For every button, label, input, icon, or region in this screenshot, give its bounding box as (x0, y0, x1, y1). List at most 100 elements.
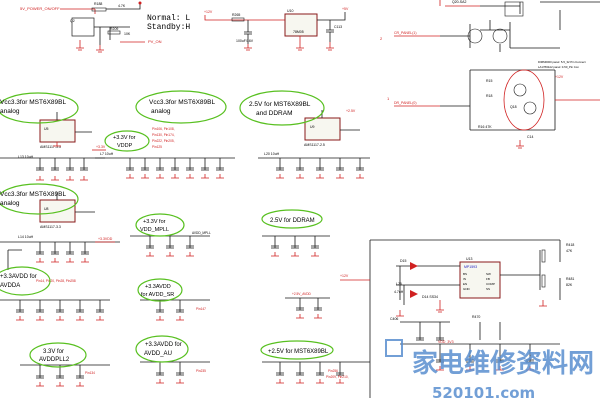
svg-text:R470: R470 (472, 315, 480, 319)
watermark: 家电维修资料网 520101.com (385, 339, 594, 402)
svg-text:R16 47K: R16 47K (478, 125, 492, 129)
callout-12-line1: 3.3V for (43, 349, 64, 355)
svg-text:IN: IN (463, 277, 466, 281)
svg-text:L13 10uH: L13 10uH (18, 155, 34, 159)
svg-text:4.7K: 4.7K (118, 4, 126, 8)
callout-2-line1: Vcc3.3for MST6X89BL (149, 99, 215, 106)
svg-text:C113: C113 (334, 25, 342, 29)
power-switch-section: 5V_POWER_ON/OFF R188 4.7K Q2 R209 10K PV… (20, 1, 162, 53)
svg-text:R15: R15 (486, 79, 492, 83)
regulator-78m05: +12V R265 100uF/16V U10 78M05 +5V C113 (204, 7, 349, 51)
callout-7-line1: +3.3V for (143, 219, 166, 225)
callout-5-line2: analog (0, 200, 20, 207)
callout-3-line2: and DDRAM (256, 110, 292, 117)
svg-text:Pin235: Pin235 (196, 369, 206, 373)
svg-text:4.7uH: 4.7uH (394, 290, 404, 294)
ldo-left-lower: U8 AMS1117-3.3 L14 10uH +3.3VDD (0, 192, 120, 270)
vddp-rail: L7 10uH Pin106, Pin108, Pin130, Pin174, … (95, 127, 235, 179)
svg-text:47K: 47K (566, 249, 573, 253)
svg-text:VDD_3V3: VDD_3V3 (438, 340, 454, 344)
svg-text:LA17802A2 panel: 0-50_Pin Con: LA17802A2 panel: 0-50_Pin Con (538, 65, 579, 69)
svg-text:Pin256: Pin256 (328, 369, 338, 373)
callout-11: +2.5V for MST6X89BL (268, 349, 329, 355)
svg-text:C406: C406 (390, 317, 398, 321)
svg-text:78M05: 78M05 (293, 30, 304, 34)
svg-text:L7 10uH: L7 10uH (100, 152, 114, 156)
svg-text:L20 10uH: L20 10uH (264, 152, 280, 156)
ldo-left-upper: U5 AMS1117-3.3 L13 10uH +3.3V (0, 112, 106, 181)
ldo-25v: U9 AMS1117-2.5 L20 10uH +2.5V (258, 109, 370, 179)
svg-text:+12V: +12V (340, 274, 349, 278)
svg-text:Q20-SA2: Q20-SA2 (452, 0, 466, 4)
svg-text:AMS1117-2.5: AMS1117-2.5 (304, 143, 325, 147)
svg-text:DIMM0000 panel: 5-5_32 Pin Con: DIMM0000 panel: 5-5_32 Pin Connect (538, 60, 586, 64)
svg-text:+12V: +12V (555, 75, 564, 79)
svg-text:+3.3VDD: +3.3VDD (98, 237, 113, 241)
svg-text:100uF/16V: 100uF/16V (236, 39, 254, 43)
avddpll2-row: Pin134 (20, 364, 110, 387)
avdd-au-rail: Pin235 (140, 361, 210, 384)
svg-text:Pin209, Pin210,: Pin209, Pin210, (326, 375, 349, 379)
svg-text:Pin222, Pin205,: Pin222, Pin205, (152, 139, 175, 143)
svg-text:DR_PANEL(0): DR_PANEL(0) (394, 101, 417, 105)
svg-text:+12V: +12V (204, 10, 213, 14)
svg-text:AMS1117-3.3: AMS1117-3.3 (40, 225, 61, 229)
svg-text:+5V: +5V (342, 7, 349, 11)
avdda-row: Pin14, Pin20, Pin28, Pin258 (0, 279, 110, 321)
svg-text:R265: R265 (232, 13, 240, 17)
svg-text:R209: R209 (110, 27, 118, 31)
svg-text:SS: SS (486, 287, 490, 291)
dcdc-converter: U13 MP1593 BS IN EN GND SW FB COMP SS D1… (340, 239, 574, 398)
svg-text:R418: R418 (566, 243, 574, 247)
svg-text:+3.3V: +3.3V (96, 145, 106, 149)
svg-text:Pin106, Pin108,: Pin106, Pin108, (152, 127, 175, 131)
svg-text:U8: U8 (44, 207, 49, 211)
svg-text:R481: R481 (566, 277, 574, 281)
svg-text:AVDD_MPLL: AVDD_MPLL (192, 231, 211, 235)
svg-text:U9: U9 (310, 125, 315, 129)
callout-5-line1: Vcc3.3for MST6X89BL (0, 191, 66, 198)
svg-text:82K: 82K (566, 283, 573, 287)
callout-6-line1: +3.3AVDD for (0, 274, 37, 280)
callout-12-line2: AVDDPLL2 (39, 357, 70, 363)
ddram-rail: +2.5V_AVDD (262, 235, 330, 319)
callout-7-line2: VDD_MPLL (140, 227, 169, 233)
callout-10-line1: +3.3AVDD for (145, 342, 182, 348)
svg-text:+2.5V_AVDD: +2.5V_AVDD (292, 292, 312, 296)
callout-4-line1: +3.3V for (113, 135, 136, 141)
callout-1-line2: analog (0, 108, 20, 115)
svg-text:C14: C14 (527, 135, 533, 139)
callout-9-line2: for AVDD_SR (141, 292, 174, 298)
standby-label: Standby:H (147, 23, 190, 32)
watermark-chinese: 家电维修资料网 (412, 348, 594, 379)
svg-text:Pin125: Pin125 (152, 145, 162, 149)
callout-4-line2: VDDP (117, 143, 133, 149)
callout-2-line2: analog (151, 108, 171, 115)
svg-text:R18: R18 (486, 94, 492, 98)
svg-text:FB: FB (486, 277, 490, 281)
svg-text:1: 1 (387, 96, 390, 101)
svg-text:AMS1117-3.3: AMS1117-3.3 (40, 145, 61, 149)
normal-label: Normal: L (147, 14, 190, 23)
svg-text:EN: EN (463, 282, 467, 286)
svg-text:COMP: COMP (486, 282, 495, 286)
callouts: Vcc3.3for MST6X89BL analog Vcc3.3for MST… (0, 90, 334, 368)
callout-8: 2.5V for DDRAM (270, 218, 315, 224)
svg-text:GND: GND (463, 287, 471, 291)
mst-25v-rail: Pin256 Pin209, Pin210, (262, 361, 370, 384)
svg-text:D15: D15 (400, 259, 406, 263)
svg-text:MP1593: MP1593 (464, 265, 477, 269)
panel-switch-section: Q20-SA2 2 CR_PANEL(1) DIMM0000 panel: 5-… (380, 0, 600, 149)
callout-1-line1: Vcc3.3for MST6X89BL (0, 99, 66, 106)
svg-text:2: 2 (380, 36, 383, 41)
svg-text:Pin130, Pin174,: Pin130, Pin174, (152, 133, 175, 137)
vdd-mpll-rail: AVDD_MPLL (130, 231, 211, 257)
svg-text:L14 10uH: L14 10uH (18, 235, 34, 239)
svg-text:SW: SW (486, 272, 491, 276)
svg-text:D14 SS34: D14 SS34 (422, 295, 438, 299)
svg-text:R188: R188 (94, 2, 102, 6)
avdd-sr-rail: Pin147 (140, 299, 210, 321)
svg-text:U5: U5 (44, 127, 49, 131)
power-on-label: 5V_POWER_ON/OFF (20, 6, 60, 11)
